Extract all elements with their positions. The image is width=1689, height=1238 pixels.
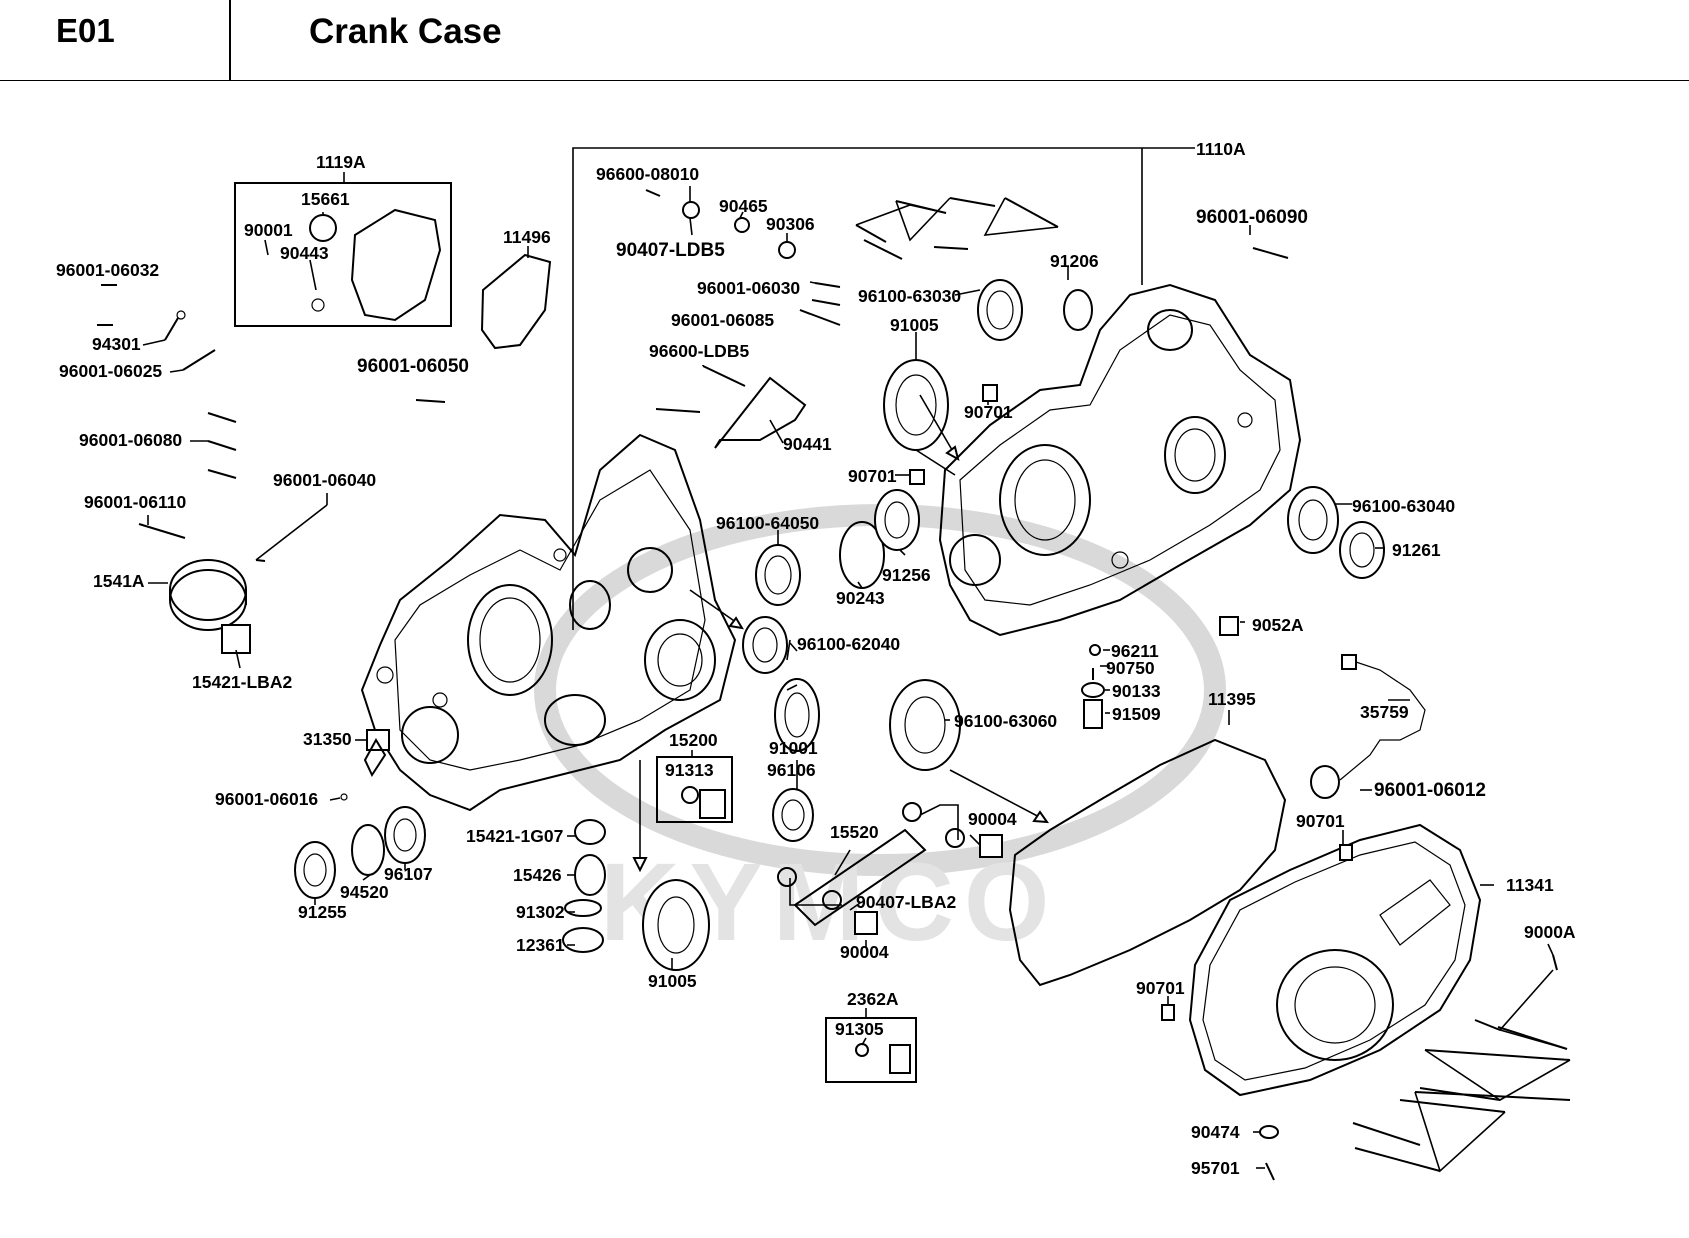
label-94520: 94520 (340, 882, 389, 902)
page-header: E01 Crank Case (0, 0, 1689, 81)
label-2362A: 2362A (847, 989, 899, 1009)
cover-1119A (309, 208, 442, 322)
label-9052A: 9052A (1252, 615, 1304, 635)
label-12361: 12361 (516, 935, 565, 955)
label-11496: 11496 (503, 227, 551, 247)
label-90441: 90441 (783, 434, 832, 454)
label-90443: 90443 (280, 243, 329, 263)
label-15421-1G07: 15421-1G07 (466, 826, 563, 846)
label-1541A: 1541A (93, 571, 145, 591)
label-91313: 91313 (665, 760, 714, 780)
label-96100-63060: 96100-63060 (954, 711, 1057, 731)
label-96100-63040: 96100-63040 (1352, 496, 1455, 516)
label-91509: 91509 (1112, 704, 1161, 724)
left-crankcase-half (360, 433, 737, 812)
label-96001-06090: 96001-06090 (1196, 207, 1308, 228)
label-31350: 31350 (303, 729, 352, 749)
header-divider (229, 0, 231, 80)
label-90407-LBA2: 90407-LBA2 (856, 892, 956, 912)
label-96001-06040: 96001-06040 (273, 470, 376, 490)
label-96100-62040: 96100-62040 (797, 634, 900, 654)
label-9000A: 9000A (1524, 922, 1576, 942)
label-96001-06030: 96001-06030 (697, 278, 800, 298)
section-title: Crank Case (309, 12, 502, 51)
label-91255: 91255 (298, 902, 347, 922)
label-90243: 90243 (836, 588, 885, 608)
label-91206: 91206 (1050, 251, 1099, 271)
label-91001: 91001 (769, 738, 818, 758)
label-94301: 94301 (92, 334, 141, 354)
label-96001-06085: 96001-06085 (671, 310, 774, 330)
label-96001-06016: 96001-06016 (215, 789, 318, 809)
label-35759: 35759 (1360, 702, 1409, 722)
crankcase-gasket (1008, 738, 1287, 987)
label-90004-a: 90004 (968, 809, 1017, 829)
label-15520: 15520 (830, 822, 879, 842)
label-90306: 90306 (766, 214, 815, 234)
label-95701: 95701 (1191, 1158, 1240, 1178)
label-90701-a: 90701 (848, 466, 897, 486)
box-1119A (234, 182, 452, 327)
label-96001-06080: 96001-06080 (79, 430, 182, 450)
label-91005-top: 91005 (890, 315, 939, 335)
section-code: E01 (56, 12, 115, 49)
label-15421-LBA2: 15421-LBA2 (192, 672, 292, 692)
label-96001-06050: 96001-06050 (357, 356, 469, 377)
label-90750: 90750 (1106, 658, 1155, 678)
bearings (294, 279, 1385, 971)
label-91302: 91302 (516, 902, 565, 922)
box-2362A (825, 1017, 917, 1083)
label-96106: 96106 (767, 760, 816, 780)
label-90133: 90133 (1112, 681, 1161, 701)
label-96100-63030: 96100-63030 (858, 286, 961, 306)
label-96001-06110: 96001-06110 (84, 492, 186, 512)
label-96600-08010: 96600-08010 (596, 164, 699, 184)
label-1119A: 1119A (316, 152, 366, 172)
label-91005-bottom: 91005 (648, 971, 697, 991)
bracket-1110A-left (572, 147, 1195, 630)
label-90407-LDB5: 90407-LDB5 (616, 240, 725, 261)
label-90465: 90465 (719, 196, 768, 216)
label-96001-06025: 96001-06025 (59, 361, 162, 381)
label-90474: 90474 (1191, 1122, 1240, 1142)
part-labels: 1119A 15661 90001 90443 11496 96001-0603… (56, 139, 1576, 1178)
label-96001-06032: 96001-06032 (56, 260, 159, 280)
label-91261: 91261 (1392, 540, 1441, 560)
oil-filter (169, 559, 251, 654)
small-parts (97, 189, 1571, 1181)
label-91305: 91305 (835, 1019, 884, 1039)
leader-lines (142, 172, 1571, 1173)
label-90004-b: 90004 (840, 942, 889, 962)
label-91256: 91256 (882, 565, 931, 585)
label-90001: 90001 (244, 220, 293, 240)
label-1110A: 1110A (1196, 139, 1246, 159)
label-90701-b: 90701 (964, 402, 1013, 422)
label-96107: 96107 (384, 864, 433, 884)
label-96211: 96211 (1111, 641, 1159, 661)
label-96100-64050: 96100-64050 (716, 513, 819, 533)
label-15426: 15426 (513, 865, 562, 885)
label-96600-LDB5: 96600-LDB5 (649, 341, 749, 361)
label-11395: 11395 (1208, 689, 1256, 709)
box-15200 (656, 756, 733, 823)
right-crankcase-half (938, 283, 1302, 637)
label-15661: 15661 (301, 189, 350, 209)
cover-gasket-11496 (480, 253, 552, 350)
label-90701-c: 90701 (1296, 811, 1345, 831)
label-11341: 11341 (1506, 875, 1554, 895)
label-90701-d: 90701 (1136, 978, 1185, 998)
clutch-cover (1188, 823, 1482, 1097)
label-96001-06012: 96001-06012 (1374, 780, 1486, 801)
label-15200: 15200 (669, 730, 718, 750)
